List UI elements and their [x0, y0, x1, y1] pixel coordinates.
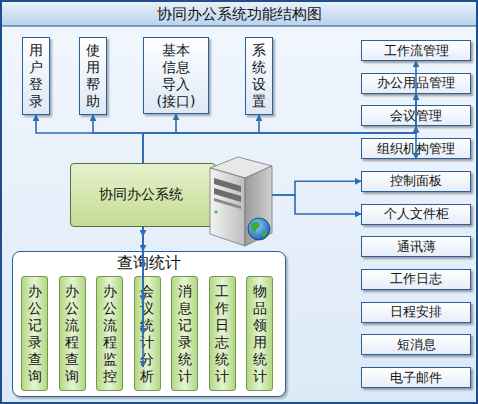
query-item-box: 办公流程查询 [59, 276, 86, 391]
node-label: 工作日志统计 [215, 283, 230, 385]
node-label: 个人文件柜 [384, 205, 449, 223]
node-label: 基本信息导入(接口) [156, 42, 196, 110]
function-box: 系统设置 [245, 37, 273, 115]
node-label: 工作日志 [390, 270, 442, 288]
module-box: 电子邮件 [361, 367, 471, 388]
diagram-title: 协同办公系统功能结构图 [0, 4, 478, 24]
title-bar [2, 2, 476, 26]
connector-arrow [143, 126, 416, 163]
node-label: 办公流程查询 [65, 283, 80, 385]
node-label: 工作流管理 [384, 42, 449, 60]
node-label: 系统设置 [252, 42, 267, 110]
connector-arrow [143, 114, 176, 163]
connector-arrow [143, 94, 416, 163]
server-side [245, 166, 272, 246]
globe-land [251, 222, 267, 238]
node-label: 短消息 [397, 336, 436, 354]
query-item-box: 办公流程监控 [96, 276, 123, 391]
query-item-box: 消息记录统计 [171, 276, 198, 391]
node-label: 会议统计分析 [140, 283, 155, 385]
query-item-box: 工作日志统计 [209, 276, 236, 391]
module-box: 工作流管理 [361, 40, 471, 61]
node-label: 办公流程监控 [102, 283, 117, 385]
connector-arrow [143, 61, 416, 163]
module-box: 短消息 [361, 334, 471, 355]
node-label: 通讯薄 [397, 238, 436, 256]
node-label: 控制面板 [390, 172, 442, 190]
function-box: 用户登录 [22, 37, 50, 115]
module-box: 控制面板 [361, 171, 471, 192]
node-label: 日程安排 [390, 303, 442, 321]
query-item-box: 物品领用统计 [246, 276, 273, 391]
function-box: 基本信息导入(接口) [143, 37, 209, 114]
connector-arrow [93, 115, 143, 163]
module-box: 日程安排 [361, 302, 471, 323]
query-item-box: 办公记录查询 [21, 276, 48, 391]
module-box: 通讯薄 [361, 236, 471, 257]
server-front [210, 168, 245, 246]
node-label: 使用帮助 [86, 42, 101, 110]
node-label: 办公记录查询 [27, 283, 42, 385]
group-container: 查询统计办公记录查询 办公流程查询 办公流程监控 会议统计分析 消息记录统计 工作日志统计… [12, 251, 286, 397]
module-box: 个人文件柜 [361, 204, 471, 225]
globe-icon [248, 218, 270, 240]
connector-arrow [143, 133, 416, 163]
module-box: 工作日志 [361, 269, 471, 290]
core-system-box: 协同办公系统 [70, 163, 216, 227]
title-divider [2, 26, 476, 27]
node-label: 消息记录统计 [177, 283, 192, 385]
node-label: 协同办公系统 [99, 186, 183, 204]
query-item-box: 会议统计分析 [134, 276, 161, 391]
connector-arrow [143, 115, 259, 163]
node-label: 用户登录 [29, 42, 44, 110]
node-label: 电子邮件 [390, 369, 442, 387]
node-label: 查询统计 [117, 252, 181, 274]
function-box: 使用帮助 [79, 37, 107, 115]
status-led [214, 210, 217, 213]
connector-arrow [142, 227, 144, 367]
drive-slot [214, 198, 241, 209]
title-text: 协同办公系统功能结构图 [157, 5, 322, 23]
node-label: 物品领用统计 [252, 283, 267, 385]
connector-arrow [36, 115, 143, 163]
